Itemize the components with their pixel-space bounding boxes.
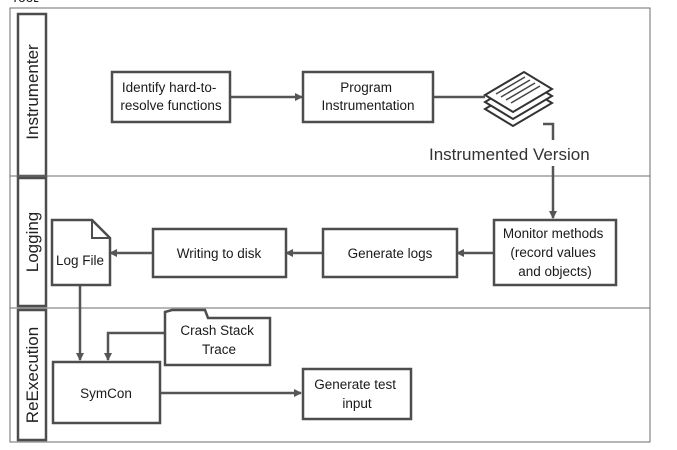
edges: [76, 93, 557, 397]
node-symcon: SymCon: [51, 360, 162, 425]
node-label: Program Instrumentation: [321, 80, 414, 113]
node-writing-to-disk: Writing to disk: [151, 227, 288, 279]
instrumented-version-label: Instrumented Version: [429, 145, 590, 164]
node-identify-functions: Identify hard-to- resolve functions: [110, 70, 232, 124]
node-label: Generate test input: [314, 377, 400, 411]
node-label: Log File: [56, 253, 104, 268]
lane-reexecution: ReExecution: [9, 307, 651, 443]
file-fold: [91, 220, 110, 239]
label-backdrop: [543, 140, 555, 166]
node-log-file: Log File: [50, 218, 112, 287]
lane-title: Instrumenter: [23, 44, 42, 140]
lane-border: [9, 307, 651, 443]
node-label: Identify hard-to- resolve functions: [120, 80, 222, 113]
node-program-instrumentation: Program Instrumentation: [301, 70, 435, 124]
edge-doc-to-monitor: [543, 122, 557, 219]
document-stack-icon: [483, 70, 554, 128]
node-crash-stack-trace: Crash Stack Trace: [163, 308, 272, 367]
node-label: Monitor methods (record values and objec…: [503, 226, 607, 279]
node-label: Writing to disk: [177, 246, 262, 261]
node-label: Crash Stack Trace: [180, 323, 257, 357]
node-generate-test-input: Generate test input: [301, 367, 413, 421]
edge-crash-to-symcon: [104, 331, 165, 361]
node-label: SymCon: [80, 386, 132, 401]
lane-title: ReExecution: [23, 327, 42, 423]
cropped-top-text: ᴛᴏᴏʟ: [12, 0, 39, 5]
node-monitor-methods: Monitor methods (record values and objec…: [492, 218, 618, 287]
node-generate-logs: Generate logs: [321, 227, 459, 279]
node-label: Generate logs: [348, 246, 433, 261]
lane-tab: [16, 308, 48, 442]
lane-logging: Logging: [9, 175, 651, 309]
lane-tab: [16, 176, 48, 308]
lane-title: Logging: [23, 212, 42, 273]
